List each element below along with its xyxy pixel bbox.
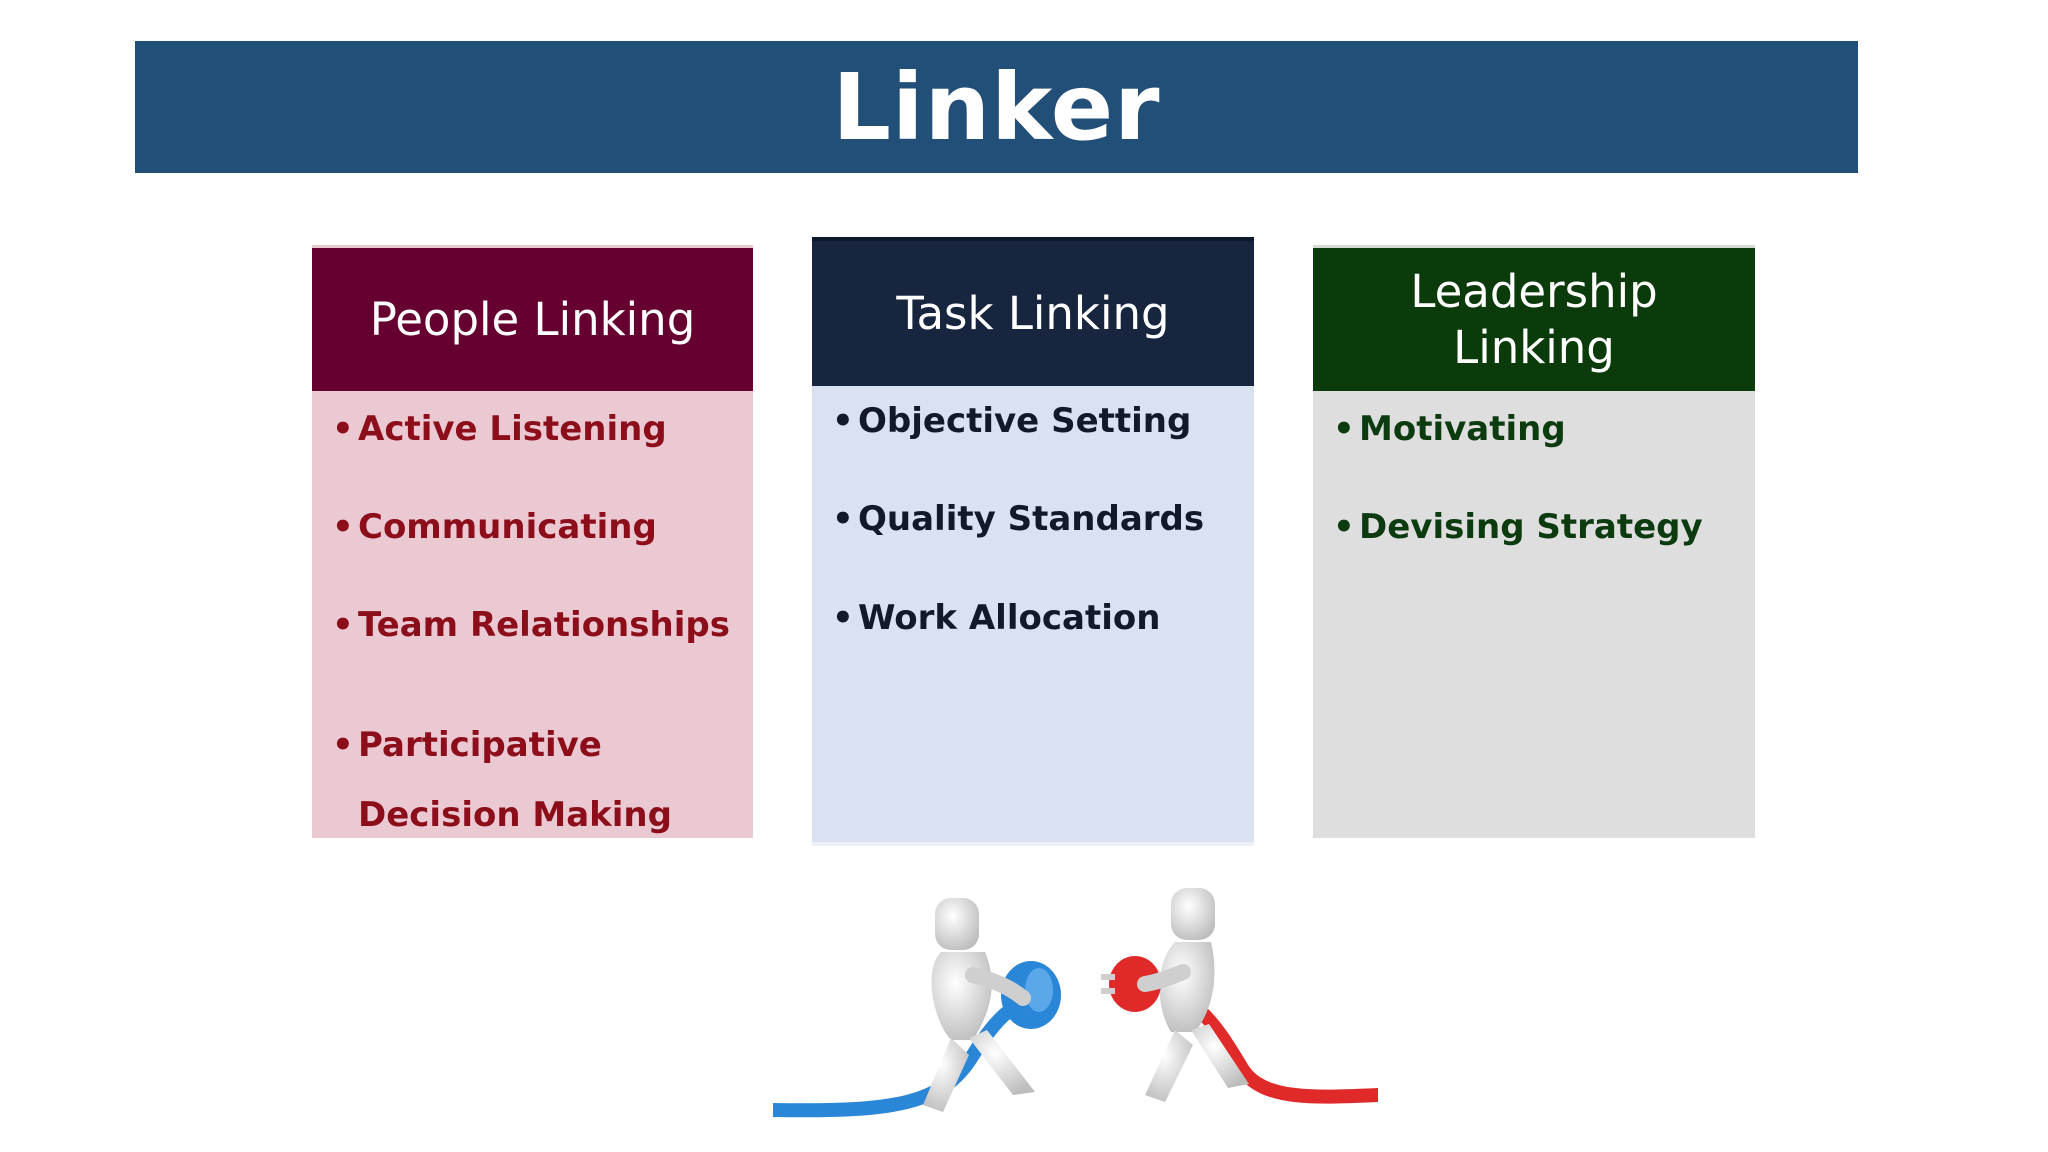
task-linking-column: Task Linking •Objective Setting •Quality… (812, 237, 1254, 846)
leadership-linking-heading: Leadership Linking (1313, 245, 1755, 391)
bullet-icon: • (332, 605, 354, 645)
title-banner: Linker (135, 41, 1858, 173)
people-linking-list: •Active Listening •Communicating •Team R… (312, 391, 753, 838)
bullet-icon: • (832, 598, 854, 638)
bullet-icon: • (1333, 507, 1355, 547)
task-linking-list: •Objective Setting •Quality Standards •W… (812, 386, 1254, 846)
people-linking-heading: People Linking (312, 245, 753, 391)
list-item: •Communicating (332, 492, 743, 562)
list-item: •Motivating (1333, 394, 1745, 464)
task-linking-heading: Task Linking (812, 237, 1254, 386)
bullet-icon: • (332, 725, 354, 765)
bullet-icon: • (1333, 409, 1355, 449)
list-item: •Active Listening (332, 394, 743, 464)
list-item: •Team Relationships (332, 590, 743, 660)
slide-title: Linker (832, 53, 1161, 161)
leadership-linking-list: •Motivating •Devising Strategy (1313, 391, 1755, 838)
leadership-linking-column: Leadership Linking •Motivating •Devising… (1313, 245, 1755, 838)
bullet-icon: • (332, 409, 354, 449)
bullet-icon: • (832, 401, 854, 441)
list-item: •Work Allocation (832, 583, 1244, 653)
bullet-icon: • (832, 499, 854, 539)
list-item: •Participative Decision Making (332, 710, 743, 850)
list-item: •Quality Standards (832, 484, 1244, 554)
right-figure (1101, 888, 1249, 1102)
left-figure (923, 898, 1061, 1112)
connecting-plug-figures-icon (773, 888, 1378, 1118)
bullet-icon: • (332, 507, 354, 547)
list-item: •Objective Setting (832, 386, 1244, 456)
people-linking-column: People Linking •Active Listening •Commun… (312, 245, 753, 838)
list-item: •Devising Strategy (1333, 492, 1745, 562)
